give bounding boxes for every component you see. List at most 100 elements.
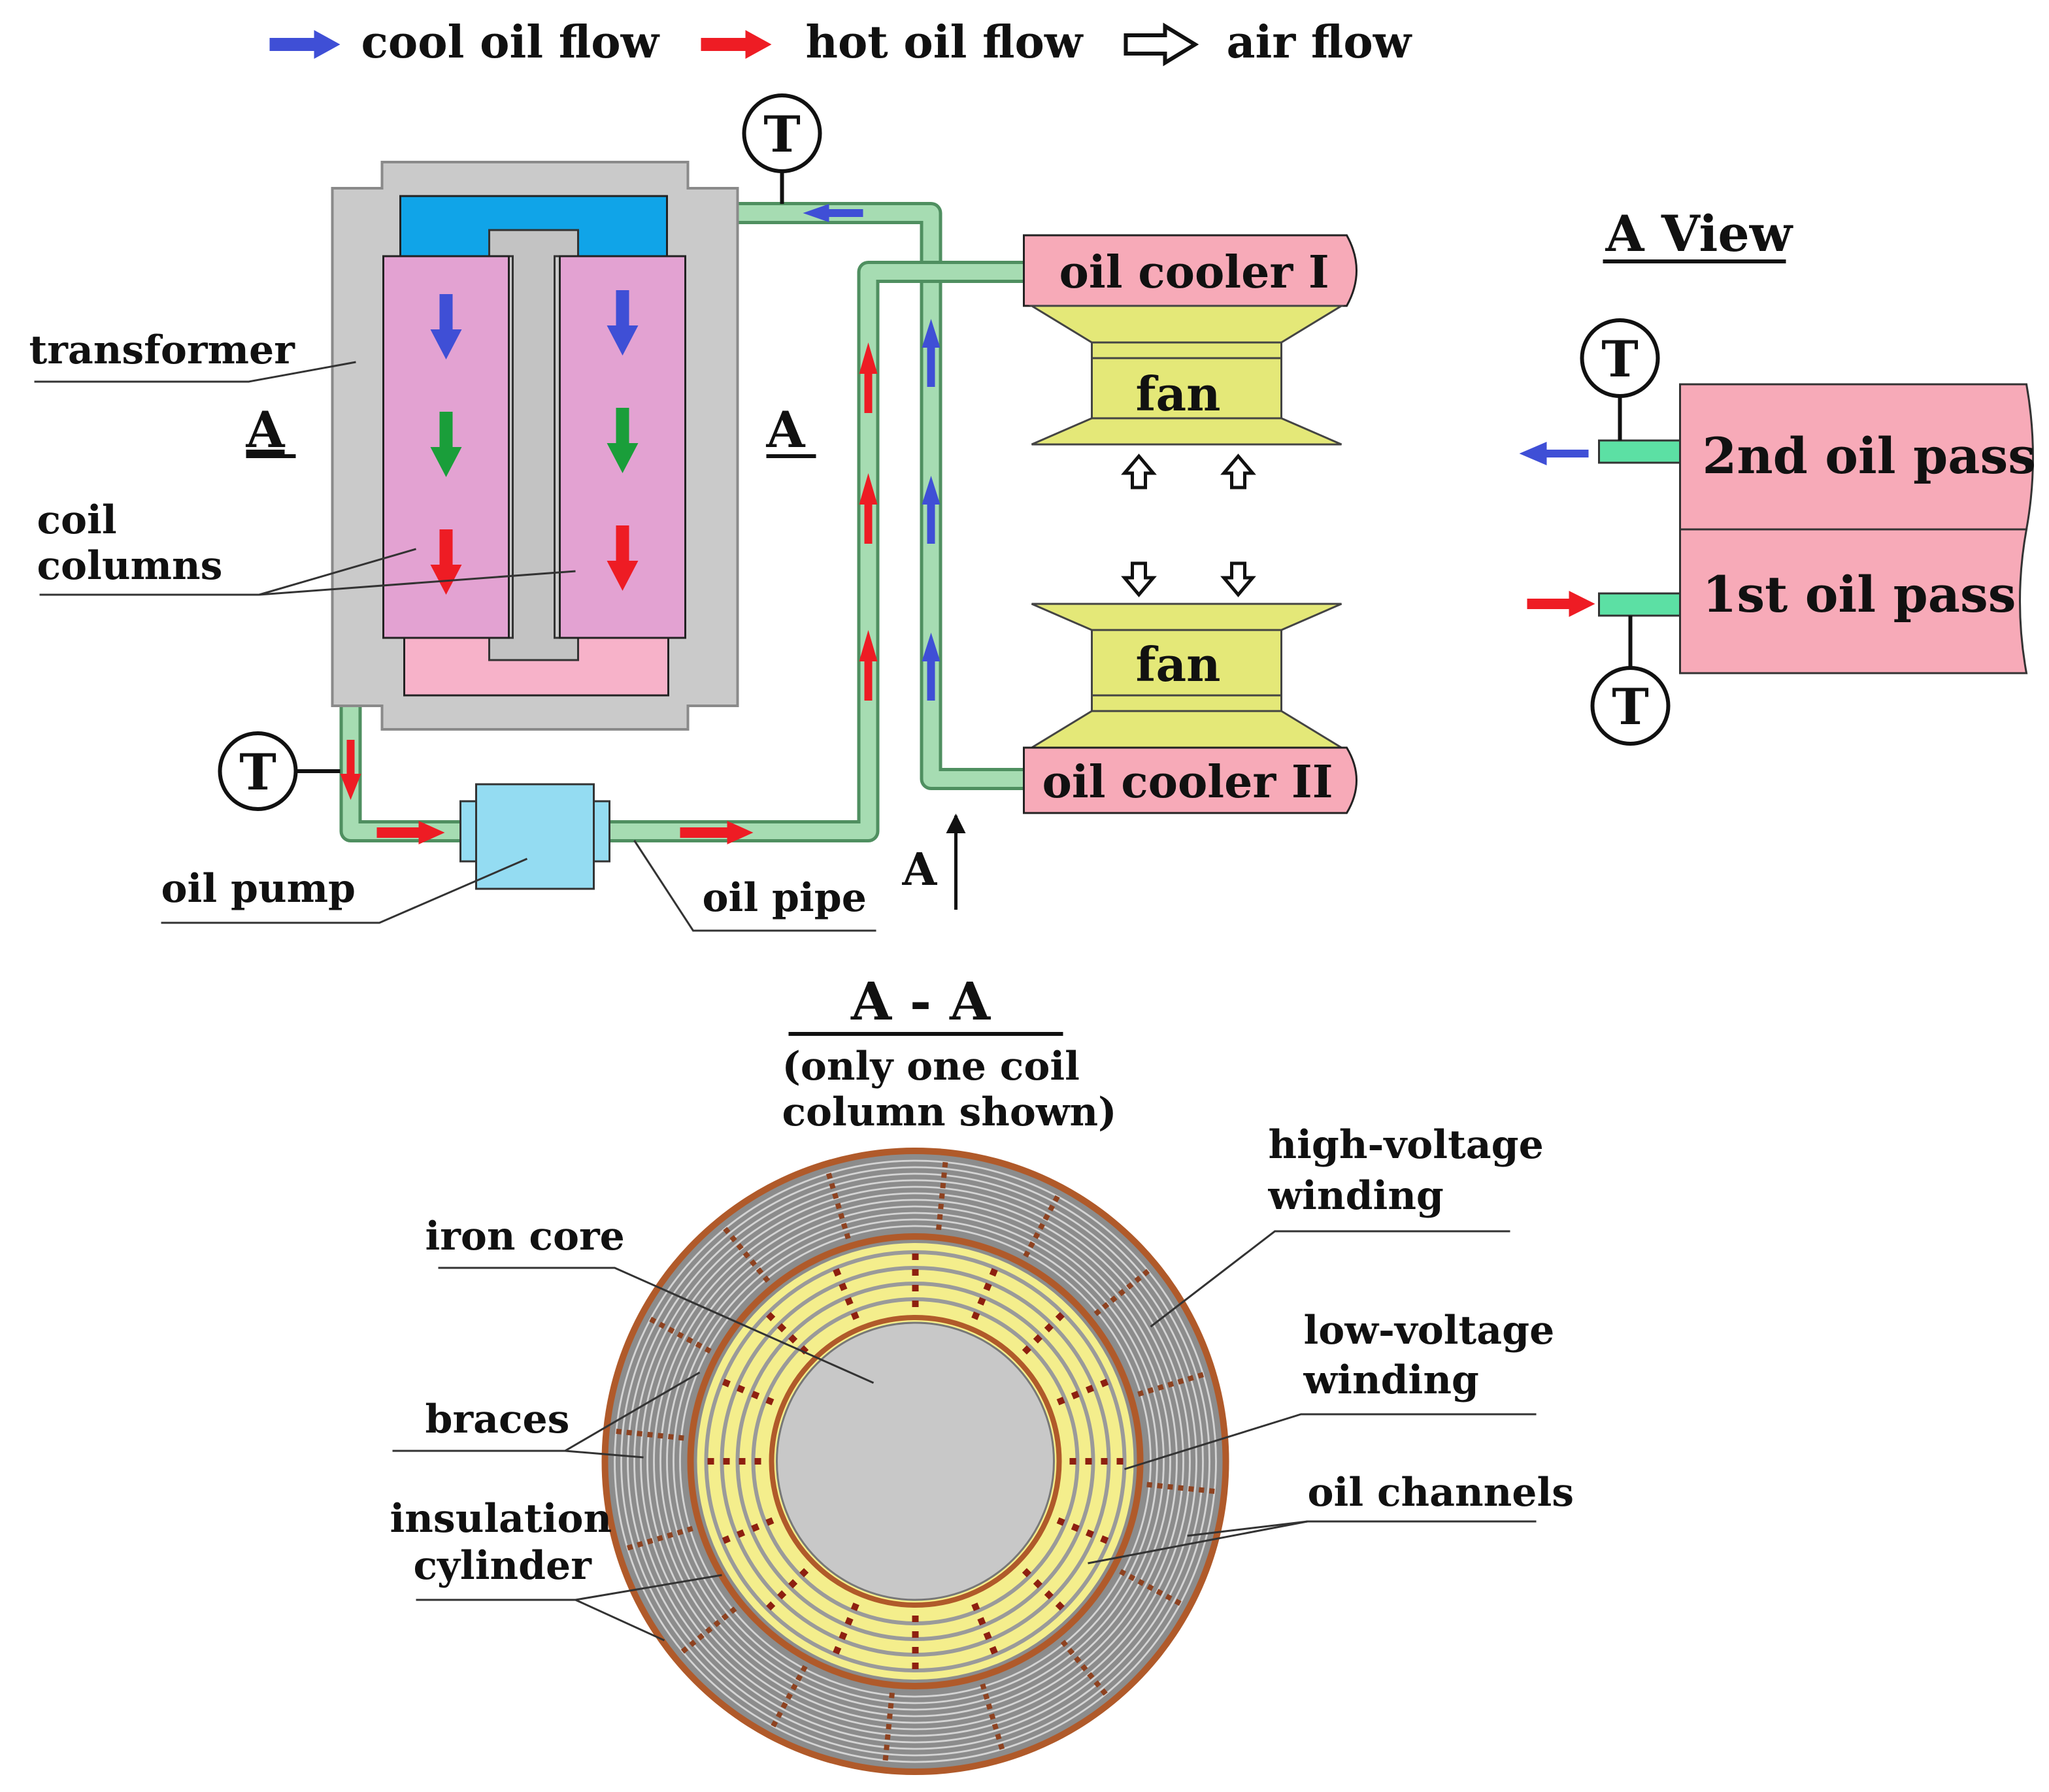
- oil-channel-ring: [751, 1297, 1080, 1625]
- section-note-line1: (only one coil: [782, 1044, 1080, 1089]
- legend: cool oil flow hot oil flow air flow: [269, 16, 1412, 69]
- cooler-1-label: oil cooler I: [1059, 246, 1329, 299]
- iron-core-label: iron core: [425, 1214, 625, 1259]
- brace: [1033, 1579, 1042, 1589]
- hollow-arrow-icon: [1121, 561, 1157, 597]
- top-oil-header: [399, 195, 668, 257]
- hot-oil-arrow: [607, 525, 639, 591]
- mid-oil-arrow: [607, 408, 639, 473]
- brace: [833, 1268, 842, 1277]
- legend-cool-label: cool oil flow: [361, 16, 660, 69]
- brace: [799, 1568, 809, 1578]
- pipe-flow-arrows: [340, 204, 941, 844]
- legend-air-label: air flow: [1227, 16, 1412, 69]
- leader-line: [34, 361, 356, 383]
- brace: [977, 1617, 986, 1626]
- brace: [980, 1683, 1006, 1753]
- transformer: [331, 161, 739, 731]
- oil-channel-rings: [614, 1159, 1217, 1763]
- brace: [1023, 1193, 1061, 1258]
- thermometer-label: T: [239, 743, 276, 801]
- pump-label: oil pump: [161, 866, 356, 912]
- cool-oil-arrow: [803, 204, 863, 222]
- hot-oil-arrow: [859, 473, 878, 544]
- leader-line: [1124, 1413, 1537, 1470]
- brace: [833, 1646, 842, 1655]
- oil-channel-ring: [673, 1218, 1158, 1704]
- brace: [1022, 1345, 1031, 1355]
- leader-line: [438, 1267, 875, 1384]
- transformer-labels: transformer coil columns A A: [29, 327, 816, 596]
- thermometer-label: T: [763, 105, 801, 163]
- brace: [1056, 1397, 1065, 1406]
- brace: [971, 1311, 980, 1320]
- hot-oil-arrow: [680, 821, 754, 844]
- brace: [777, 1323, 787, 1333]
- lv-label-line2: winding: [1303, 1357, 1479, 1403]
- section-header: A - A (only one coil column shown): [782, 971, 1117, 1135]
- brace: [646, 1316, 712, 1354]
- thermometer-icon: [218, 731, 298, 811]
- hot-oil-arrow: [340, 740, 361, 800]
- cool-oil-arrow: [1519, 442, 1589, 465]
- brace: [844, 1297, 854, 1306]
- leader-line: [633, 840, 876, 932]
- a-view: A View 2nd oil pass 1st oil pass T T: [1519, 205, 2037, 746]
- brace: [1071, 1523, 1080, 1532]
- braces-label: braces: [425, 1397, 570, 1442]
- brace: [613, 1428, 684, 1441]
- brace: [1146, 1482, 1218, 1495]
- brace: [1044, 1590, 1054, 1600]
- fan-bottom: fan: [1028, 603, 1345, 749]
- brace: [788, 1334, 798, 1344]
- cool-oil-arrow: [430, 294, 462, 359]
- hollow-arrow-icon: [1121, 454, 1157, 489]
- brace: [971, 1602, 980, 1612]
- brace: [769, 1665, 808, 1730]
- brace: [989, 1268, 998, 1277]
- brace: [788, 1579, 798, 1589]
- coil-label-line2: columns: [37, 543, 223, 589]
- oil-cooler-2: oil cooler II: [1023, 746, 1358, 814]
- hot-oil-arrow: [859, 630, 878, 701]
- brace: [624, 1525, 693, 1551]
- fan-label: fan: [1136, 637, 1221, 692]
- brace: [736, 1529, 746, 1538]
- hv-label-line2: winding: [1268, 1173, 1444, 1219]
- oil-channels-label: oil channels: [1308, 1470, 1574, 1516]
- section-marker-left: A: [246, 401, 286, 459]
- pipe-label: oil pipe: [703, 875, 867, 921]
- leader-line: [161, 857, 528, 924]
- brace: [722, 1378, 731, 1387]
- oil-channel-ring: [614, 1159, 1217, 1763]
- oil-channel-ring: [633, 1179, 1197, 1744]
- thermometer-bottom: T: [218, 731, 341, 811]
- brace: [850, 1602, 859, 1612]
- lv-label-line1: low-voltage: [1304, 1308, 1555, 1353]
- brace: [825, 1170, 851, 1240]
- brace: [1033, 1334, 1042, 1344]
- blue-arrow-icon: [269, 30, 341, 59]
- insulation-label-line2: cylinder: [414, 1543, 593, 1589]
- brace: [766, 1312, 776, 1321]
- brace: [765, 1397, 775, 1406]
- oil-pass-2-label: 2nd oil pass: [1703, 427, 2037, 485]
- brace: [1137, 1371, 1207, 1397]
- brace: [882, 1692, 895, 1764]
- leader-line: [565, 1450, 644, 1459]
- brace: [839, 1631, 848, 1640]
- air-flow-arrows: [1121, 454, 1256, 597]
- section-marker-right: A: [766, 401, 806, 459]
- oil-channel-ring: [653, 1199, 1178, 1724]
- brace: [839, 1282, 848, 1291]
- transformer-label: transformer: [29, 327, 296, 373]
- brace: [844, 1617, 854, 1626]
- brace: [721, 1225, 771, 1283]
- oil-channel-ring: [620, 1166, 1210, 1757]
- brace: [751, 1523, 760, 1532]
- brace: [1044, 1323, 1054, 1333]
- insulation-cylinder: [687, 1233, 1144, 1689]
- brace: [1093, 1267, 1152, 1316]
- coil-label-line1: coil: [37, 497, 117, 543]
